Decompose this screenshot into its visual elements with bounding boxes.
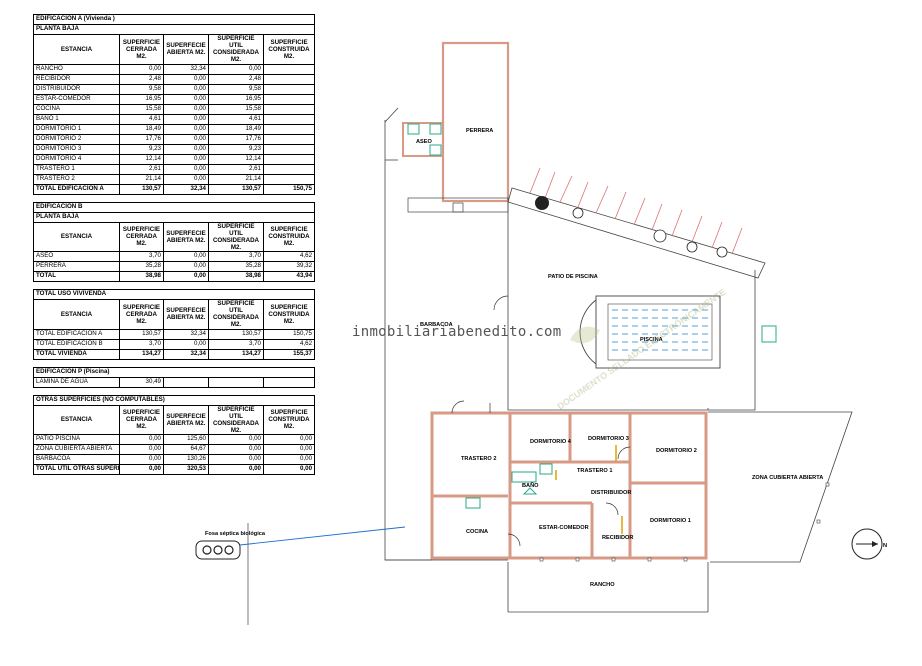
roof-hatch: [529, 167, 743, 255]
label-aseo: ASEO: [416, 139, 433, 145]
label-patio-piscina: PATIO DE PISCINA: [548, 274, 598, 280]
north-label: N: [883, 543, 887, 549]
column-header: SUPERFICIE CONSTRUIDA M2.: [262, 404, 316, 435]
column-header: ESTANCIA: [33, 221, 120, 252]
stamp-text: DOCUMENTO SELLADO ELECTRÓNICAMENTE: [555, 286, 728, 412]
watermark-url: inmobiliariabenedito.com: [352, 324, 562, 340]
label-dormitorio4: DORMITORIO 4: [530, 439, 572, 445]
section-other-title: OTRAS SUPERFICIES (NO COMPUTABLES): [32, 394, 316, 406]
column-header: ESTANCIA: [33, 299, 120, 330]
label-trastero1: TRASTERO 1: [577, 468, 612, 474]
column-header: SUPERFICIE CERRADA M2.: [119, 299, 164, 330]
label-distribuidor: DISTRIBUIDOR: [591, 490, 631, 496]
label-dormitorio3: DORMITORIO 3: [588, 436, 629, 442]
fixtures: [465, 463, 553, 509]
label-zona-cubierta: ZONA CUBIERTA ABIERTA: [752, 475, 823, 481]
label-piscina: PISCINA: [640, 337, 663, 343]
column-header: SUPERFICIE CONSTRUIDA M2.: [262, 34, 316, 65]
cell-value: 0,00: [262, 464, 316, 475]
column-header: SUPERFICIE CERRADA M2.: [119, 221, 164, 252]
column-header: SUPERFICIE UTIL CONSIDERADA M2.: [208, 34, 264, 65]
total-row: TOTAL UTIL OTRAS SUPERFICIES0,00320,530,…: [33, 464, 316, 475]
house-walls: [430, 411, 708, 560]
site-outline: [384, 107, 853, 613]
column-header: SUPERFICIE CONSTRUIDA M2.: [262, 299, 316, 330]
section-title: OTRAS SUPERFICIES (NO COMPUTABLES): [32, 394, 316, 406]
tree-icon: [572, 207, 584, 219]
label-trastero2: TRASTERO 2: [461, 456, 496, 462]
column-header: SUPERFICIE CERRADA M2.: [119, 34, 164, 65]
tree-icon: [535, 196, 549, 210]
septic-tank: Fosa séptica biológica: [195, 523, 406, 625]
section-title: PLANTA BAJA: [32, 211, 316, 223]
posts: [539, 482, 830, 562]
pergola: [507, 167, 766, 279]
label-rancho: RANCHO: [590, 582, 615, 588]
section-title: TOTAL USO VIVIVENDA: [32, 289, 316, 300]
label-dormitorio2: DORMITORIO 2: [656, 448, 697, 454]
label-perrera: PERRERA: [466, 128, 493, 134]
label-estar-comedor: ESTAR-COMEDOR: [539, 525, 589, 531]
stamp-watermark: DOCUMENTO SELLADO ELECTRÓNICAMENTE: [555, 286, 728, 412]
section-b-floor: PLANTA BAJA: [32, 211, 316, 223]
section-title: PLANTA BAJA: [32, 24, 316, 35]
label-barbacoa: BARBACOA: [420, 322, 453, 328]
column-header: SUPERFICIE UTIL CONSIDERADA M2.: [208, 299, 264, 330]
label-recibidor: RECIBIDOR: [602, 535, 633, 541]
column-header: SUPERFECIE ABIERTA M2.: [163, 299, 209, 330]
label-fosa: Fosa séptica biológica: [205, 531, 266, 537]
tree-icon: [716, 246, 728, 258]
label-cocina: COCINA: [466, 529, 488, 535]
column-header: SUPERFICIE UTIL CONSIDERADA M2.: [208, 221, 264, 252]
pool-water-lines: [612, 309, 708, 351]
building-b: PERRERA ASEO: [402, 41, 510, 213]
tree-icon: [686, 241, 698, 253]
door-frames: [555, 445, 623, 534]
label-bano: BAÑO: [522, 482, 539, 489]
label-dormitorio1: DORMITORIO 1: [650, 518, 691, 524]
pool: PISCINA: [579, 295, 777, 369]
tree-icon: [653, 229, 667, 243]
column-header: ESTANCIA: [33, 404, 120, 435]
section-a-floor: PLANTA BAJA: [32, 24, 316, 35]
section-total-title: TOTAL USO VIVIVENDA: [32, 289, 316, 300]
north-arrow: N: [851, 528, 887, 560]
doors: [451, 295, 631, 547]
